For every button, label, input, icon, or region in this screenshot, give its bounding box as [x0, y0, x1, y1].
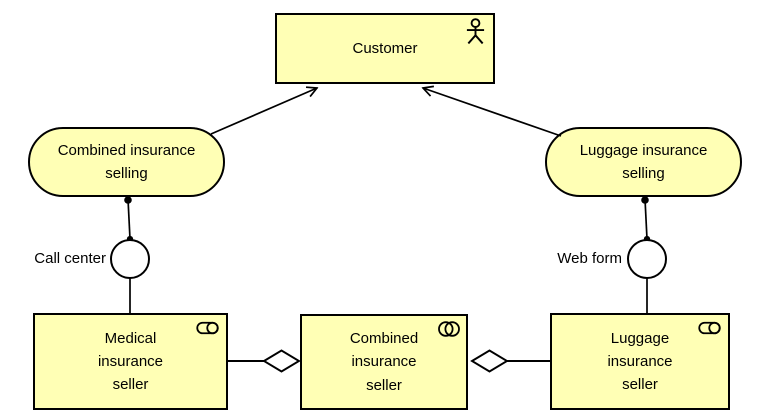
serving-arrow-luggage-selling-to-customer: [423, 88, 561, 136]
node-customer[interactable]: Customer: [275, 13, 495, 84]
call-center-interface-circle[interactable]: [111, 240, 149, 278]
combined-seller-label: Combined insurance seller: [349, 330, 419, 394]
collaboration-icon: [437, 320, 461, 343]
role-icon: [698, 321, 722, 340]
node-luggage-insurance-selling[interactable]: Luggage insurance selling: [545, 127, 742, 197]
assignment-luggage-selling-to-web-form: [641, 196, 651, 243]
web-form-interface-circle[interactable]: [628, 240, 666, 278]
luggage-selling-label: Luggage insurance selling: [579, 141, 708, 182]
node-combined-insurance-selling[interactable]: Combined insurance selling: [28, 127, 225, 197]
aggregation-combined-seller-medical-seller: [228, 351, 299, 372]
actor-icon: [465, 18, 486, 50]
luggage-seller-label: Luggage insurance seller: [607, 329, 673, 394]
web-form-label: Web form: [557, 250, 622, 267]
serving-arrow-combined-selling-to-customer: [211, 88, 317, 134]
node-luggage-insurance-seller[interactable]: Luggage insurance seller: [550, 313, 730, 410]
assignment-combined-selling-to-call-center: [124, 196, 134, 243]
aggregation-combined-seller-luggage-seller: [472, 351, 550, 372]
call-center-label: Call center: [34, 250, 106, 267]
combined-selling-label: Combined insurance selling: [57, 141, 196, 182]
medical-seller-label: Medical insurance seller: [97, 329, 164, 394]
node-medical-insurance-seller[interactable]: Medical insurance seller: [33, 313, 228, 410]
node-combined-insurance-seller[interactable]: Combined insurance seller: [300, 314, 468, 410]
customer-label: Customer: [352, 39, 418, 57]
role-icon: [196, 321, 220, 340]
